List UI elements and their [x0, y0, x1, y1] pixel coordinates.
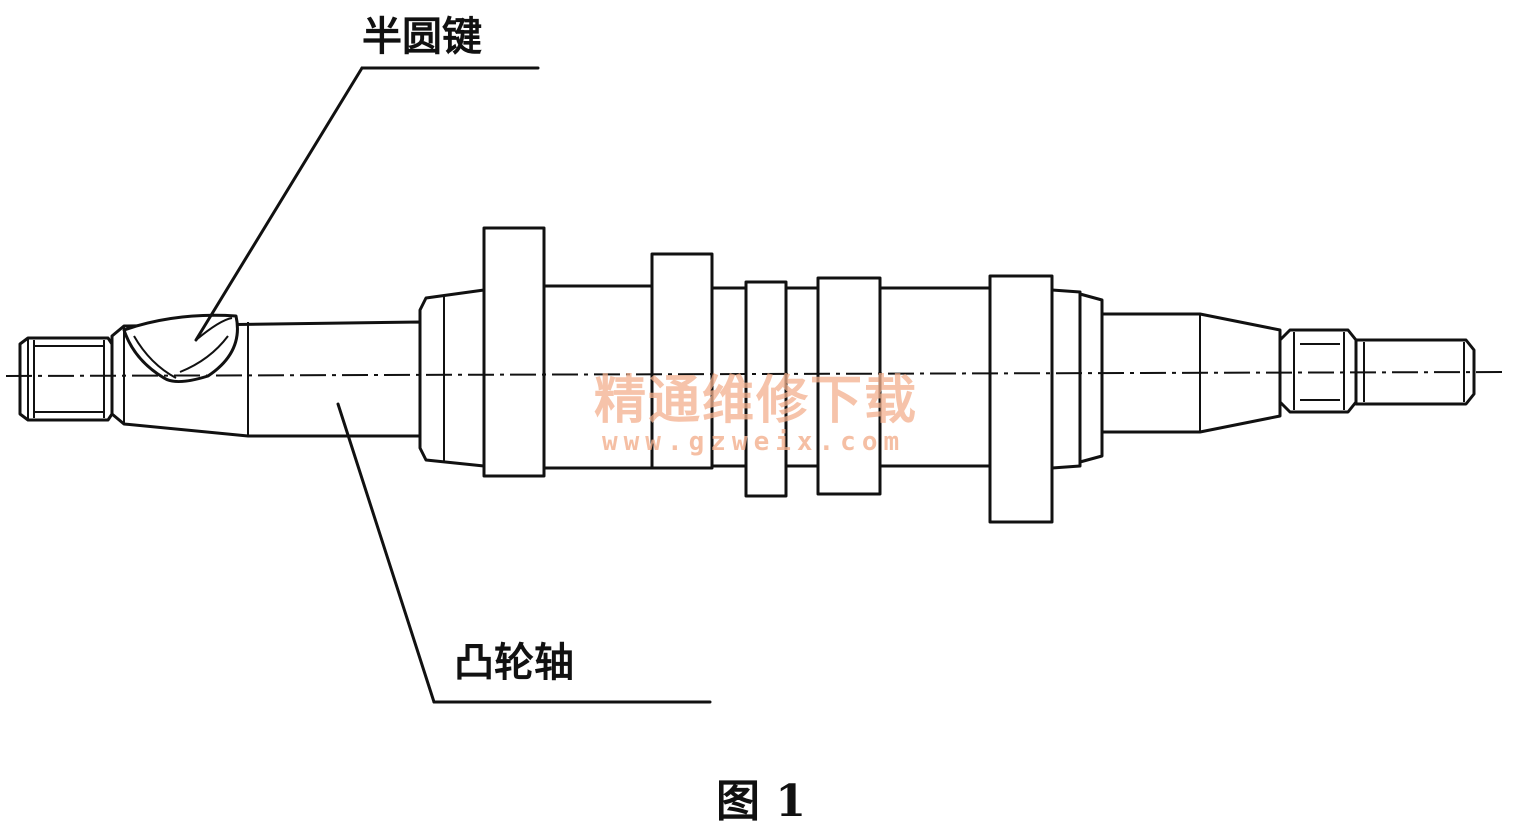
shaft-body: [542, 284, 992, 470]
key-label: 半圆键: [362, 14, 482, 60]
cam-lobe-2: [650, 252, 714, 470]
front-journal: [418, 288, 486, 468]
camshaft-label: 凸轮轴: [454, 640, 574, 686]
rear-collar: [1050, 288, 1104, 470]
watermark-url: www.gzweix.com: [602, 427, 905, 457]
watermark-text: 精通维修下载: [594, 370, 918, 431]
cam-lobe-4: [816, 276, 882, 496]
cam-lobe-1: [482, 226, 546, 478]
key-leader: [194, 66, 540, 342]
camshaft-leader: [336, 402, 712, 704]
figure-caption: 图 1: [716, 776, 806, 827]
cam-lobe-5: [988, 274, 1054, 524]
cam-lobe-3: [744, 280, 788, 498]
rear-nut: [1278, 328, 1358, 414]
left-threaded-end: [18, 336, 114, 422]
center-line: [5, 371, 1505, 377]
half-round-key: [122, 313, 239, 383]
